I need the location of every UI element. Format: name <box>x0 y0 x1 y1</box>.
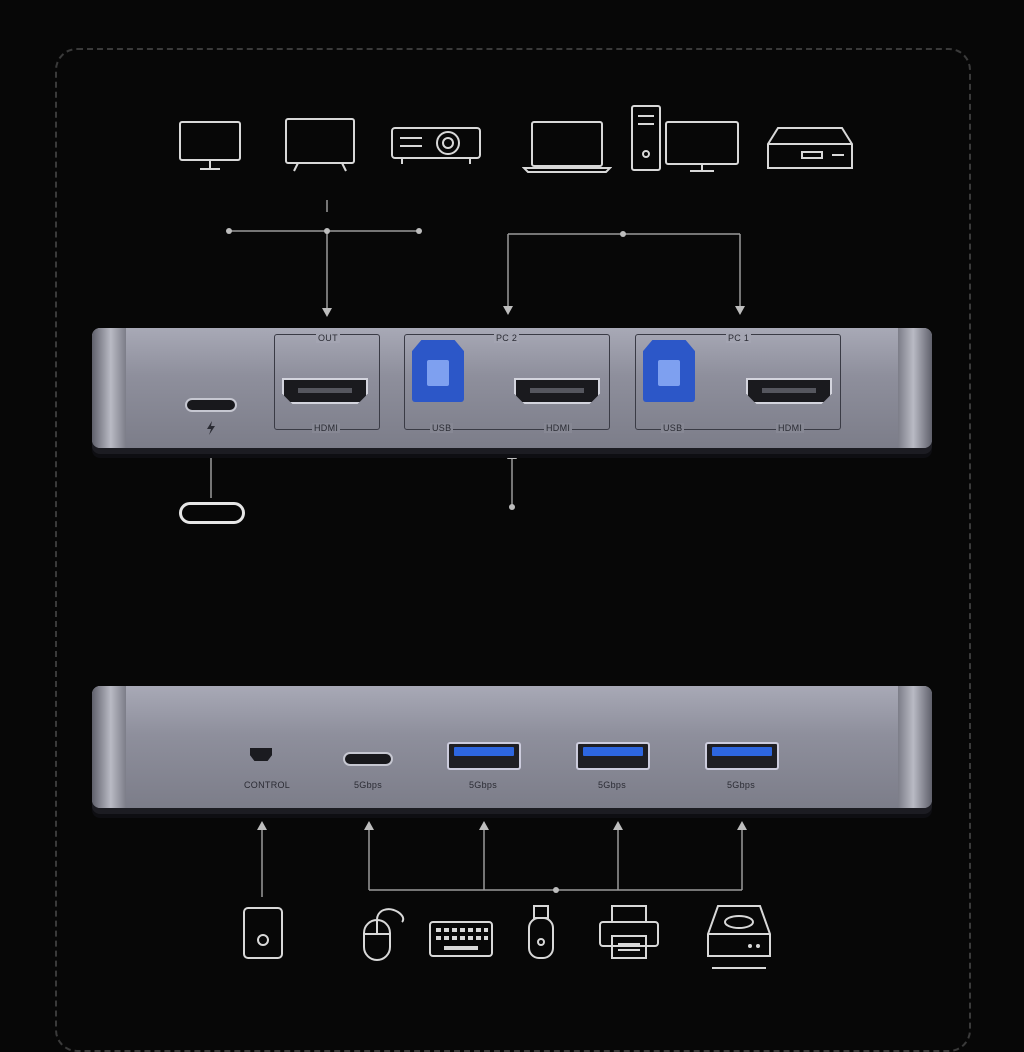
set-top-box-icon <box>767 127 853 169</box>
panel-end-left <box>92 686 126 808</box>
panel-end-right <box>898 328 932 448</box>
usb-a-port-3[interactable] <box>705 742 779 770</box>
pc1-hdmi-port[interactable] <box>746 378 832 404</box>
power-usb-c-port[interactable] <box>185 398 237 412</box>
panel-end-left <box>92 328 126 448</box>
projector-icon <box>391 127 481 164</box>
panel-end-right <box>898 686 932 808</box>
remote-control-icon <box>243 907 283 959</box>
pc1-label: PC 1 <box>726 333 752 343</box>
usb-a-2-speed-label: 5Gbps <box>598 780 627 790</box>
pc2-label: PC 2 <box>494 333 520 343</box>
pc2-hdmi-port[interactable] <box>514 378 600 404</box>
connection-lines <box>206 200 747 897</box>
usb-a-port-1[interactable] <box>447 742 521 770</box>
control-label: CONTROL <box>244 780 291 790</box>
pc2-hdmi-label: HDMI <box>544 423 573 433</box>
usb-a-1-speed-label: 5Gbps <box>469 780 498 790</box>
pc2-usb-label: USB <box>430 423 454 433</box>
switch-front-panel: OUT HDMI PC 2 USB HDMI PC 1 USB HDMI <box>92 328 932 448</box>
mouse-icon <box>363 908 405 961</box>
switch-rear-panel: CONTROL 5Gbps 5Gbps 5Gbps 5Gbps <box>92 686 932 808</box>
usb-drive-icon <box>528 905 554 959</box>
hdmi-out-label: HDMI <box>312 423 341 433</box>
desktop-pc-icon <box>631 105 739 172</box>
laptop-icon <box>522 121 612 173</box>
usb-a-3-speed-label: 5Gbps <box>727 780 756 790</box>
monitor-icon <box>179 121 241 170</box>
lightning-icon <box>207 421 215 435</box>
tv-icon <box>285 118 355 172</box>
printer-icon <box>599 905 659 959</box>
usb-a-port-2[interactable] <box>576 742 650 770</box>
pc1-usb-b-port[interactable] <box>643 340 695 402</box>
keyboard-icon <box>429 921 493 957</box>
usb-c-connector-icon <box>179 502 245 524</box>
control-mini-usb-port[interactable] <box>250 748 272 761</box>
pc1-usb-label: USB <box>661 423 685 433</box>
pc2-usb-b-port[interactable] <box>412 340 464 402</box>
usb-c-speed-label: 5Gbps <box>354 780 383 790</box>
usb-c-data-port[interactable] <box>343 752 393 766</box>
pc1-hdmi-label: HDMI <box>776 423 805 433</box>
hard-drive-icon <box>707 905 771 969</box>
out-label: OUT <box>316 333 340 343</box>
hdmi-out-port[interactable] <box>282 378 368 404</box>
